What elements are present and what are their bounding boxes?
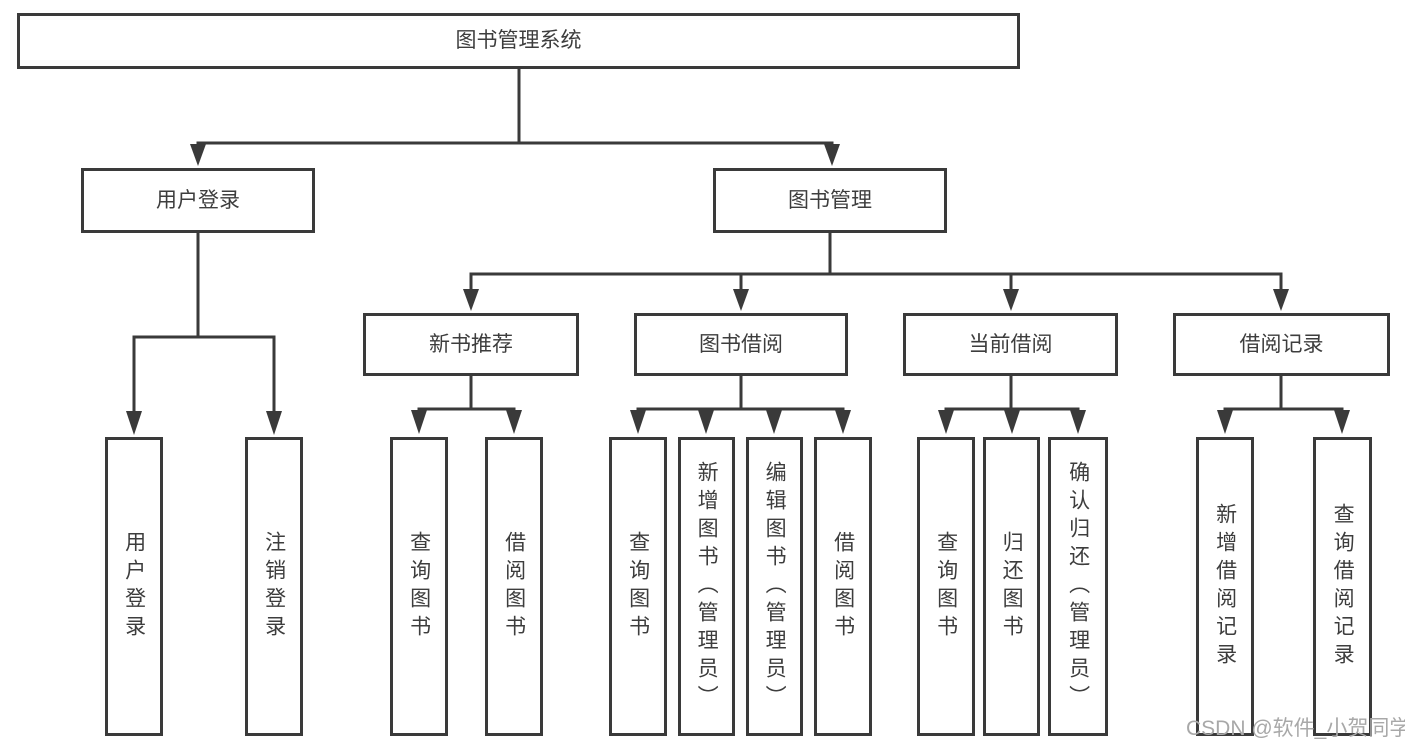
connector-record-to-children	[1217, 376, 1350, 434]
node-user-login-group: 用户登录	[81, 168, 315, 233]
node-borrowing-records: 借阅记录	[1173, 313, 1390, 376]
node-rec-query-books: 查询图书	[390, 437, 448, 736]
connector-login-to-children	[126, 232, 282, 435]
node-bb-add-books-admin: 新增图书（管理员）	[678, 437, 735, 736]
node-br-query-record: 查询借阅记录	[1313, 437, 1372, 736]
node-bb-query-books: 查询图书	[609, 437, 667, 736]
arrow-down-icon	[463, 289, 479, 311]
node-root-system: 图书管理系统	[17, 13, 1020, 69]
node-cb-query-books: 查询图书	[917, 437, 975, 736]
arrow-down-icon	[698, 410, 714, 434]
arrow-down-icon	[266, 411, 282, 435]
node-user-login: 用户登录	[105, 437, 163, 736]
connector-newrec-to-children	[411, 376, 522, 434]
node-new-book-recommendation: 新书推荐	[363, 313, 579, 376]
node-br-add-record: 新增借阅记录	[1196, 437, 1254, 736]
arrow-down-icon	[1273, 289, 1289, 311]
arrow-down-icon	[938, 410, 954, 434]
node-bb-edit-books-admin: 编辑图书（管理员）	[746, 437, 803, 736]
connector-borrow-to-children	[630, 376, 851, 434]
arrow-down-icon	[1070, 410, 1086, 434]
arrow-down-icon	[411, 410, 427, 434]
arrow-down-icon	[766, 410, 782, 434]
node-logout: 注销登录	[245, 437, 303, 736]
arrow-down-icon	[506, 410, 522, 434]
node-current-borrowing: 当前借阅	[903, 313, 1118, 376]
connector-mgmt-to-level3	[463, 232, 1289, 311]
node-cb-return-books: 归还图书	[983, 437, 1040, 736]
node-bb-borrow-books: 借阅图书	[814, 437, 872, 736]
arrow-down-icon	[1334, 410, 1350, 434]
arrow-down-icon	[190, 144, 206, 166]
arrow-down-icon	[126, 411, 142, 435]
arrow-down-icon	[1217, 410, 1233, 434]
node-book-management: 图书管理	[713, 168, 947, 233]
node-cb-confirm-return-admin: 确认归还（管理员）	[1048, 437, 1108, 736]
arrow-down-icon	[630, 410, 646, 434]
connector-current-to-children	[938, 376, 1086, 434]
node-rec-borrow-books: 借阅图书	[485, 437, 543, 736]
arrow-down-icon	[835, 410, 851, 434]
arrow-down-icon	[733, 289, 749, 311]
watermark: CSDN @软件_小贺同学	[1186, 717, 1405, 740]
arrow-down-icon	[1003, 289, 1019, 311]
arrow-down-icon	[1004, 410, 1020, 434]
node-book-borrowing: 图书借阅	[634, 313, 848, 376]
arrow-down-icon	[824, 144, 840, 166]
connector-root-to-level2	[190, 68, 840, 166]
